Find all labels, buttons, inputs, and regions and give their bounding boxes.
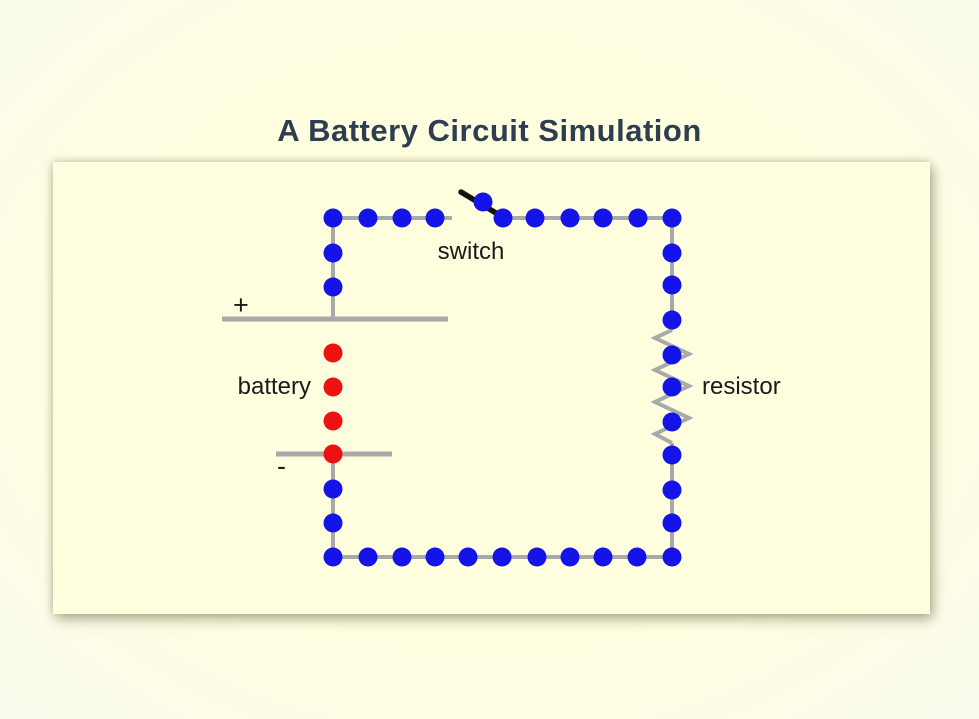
battery-label: battery: [237, 373, 311, 400]
page-title: A Battery Circuit Simulation: [277, 112, 702, 148]
battery-plus-label: +: [233, 290, 249, 320]
simulation-panel: [53, 162, 930, 614]
switch-label: switch: [437, 238, 505, 265]
resistor-label: resistor: [702, 373, 781, 400]
battery-minus-label: -: [277, 451, 286, 481]
